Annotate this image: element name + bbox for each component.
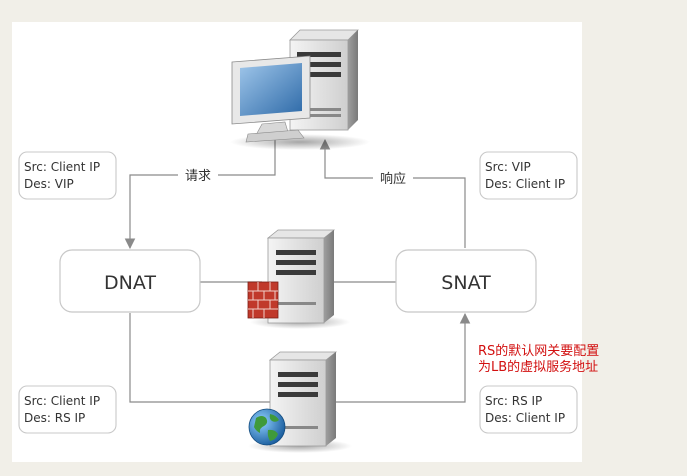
info-des: Des: VIP bbox=[24, 177, 74, 191]
gateway-note-line1: RS的默认网关要配置 bbox=[478, 343, 599, 359]
info-box-vip-to-client: Src: VIP Des: Client IP bbox=[479, 151, 578, 200]
info-des: Des: Client IP bbox=[485, 411, 565, 425]
snat-label: SNAT bbox=[441, 272, 491, 294]
server-with-globe-icon bbox=[248, 351, 352, 453]
info-des: Des: RS IP bbox=[24, 411, 85, 425]
info-box-rs-to-client: Src: RS IP Des: Client IP bbox=[479, 385, 578, 434]
info-box-client-to-dnat: Src: Client IP Des: VIP bbox=[18, 151, 117, 200]
info-src: Src: Client IP bbox=[24, 394, 100, 408]
info-src: Src: Client IP bbox=[24, 160, 100, 174]
firewall-icon bbox=[247, 281, 279, 319]
dnat-node: DNAT bbox=[59, 249, 201, 313]
info-src: Src: RS IP bbox=[485, 394, 542, 408]
desktop-computer-icon bbox=[230, 29, 370, 150]
globe-icon bbox=[248, 408, 286, 446]
dnat-to-rs-line bbox=[129, 313, 270, 403]
info-des: Des: Client IP bbox=[485, 177, 565, 191]
response-label: 响应 bbox=[380, 171, 406, 187]
server-with-firewall-icon bbox=[247, 229, 350, 329]
gateway-note-line2: 为LB的虚拟服务地址 bbox=[478, 359, 598, 375]
request-label: 请求 bbox=[185, 169, 211, 184]
rs-to-snat-arrow bbox=[325, 312, 471, 403]
snat-node: SNAT bbox=[395, 249, 537, 313]
dnat-label: DNAT bbox=[104, 272, 156, 294]
info-src: Src: VIP bbox=[485, 160, 531, 174]
info-box-client-to-rs: Src: Client IP Des: RS IP bbox=[18, 385, 117, 434]
